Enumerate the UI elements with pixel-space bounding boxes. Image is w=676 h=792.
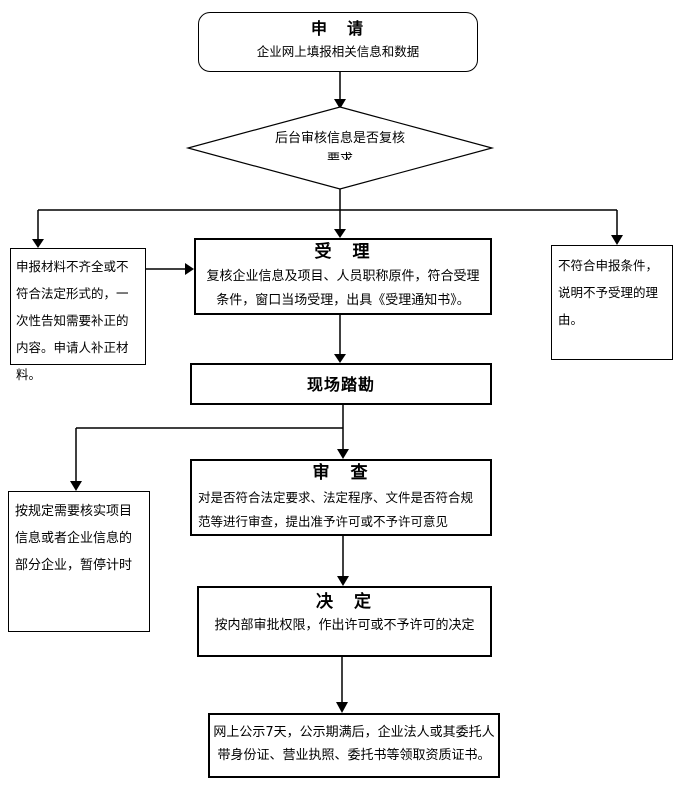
- reject-node: 不符合申报条件，说明不予受理的理由。: [551, 245, 673, 360]
- decide-body: 按内部审批权限，作出许可或不予许可的决定: [214, 618, 475, 633]
- arrowhead-down-icon: [336, 702, 348, 713]
- apply-title: 申 请: [310, 19, 365, 38]
- backend-check-line2: 要求: [326, 152, 353, 160]
- decide-title: 决 定: [316, 592, 373, 612]
- apply-body: 企业网上填报相关信息和数据: [256, 44, 420, 59]
- arrowhead-down-icon: [334, 229, 346, 238]
- arrowhead-down-icon: [334, 99, 346, 109]
- arrowhead-down-icon: [32, 239, 44, 248]
- site-survey-title: 现场踏勘: [306, 374, 375, 394]
- backend-check-line1: 后台审核信息是否复核: [274, 131, 405, 146]
- arrowhead-down-icon: [611, 235, 623, 245]
- arrowhead-down-icon: [70, 481, 82, 491]
- arrowhead-right-icon: [185, 263, 194, 275]
- supplement-materials-node: 申报材料不齐全或不符合法定形式的，一次性告知需要补正的内容。申请人补正材料。: [10, 248, 146, 382]
- arrowhead-down-icon: [337, 449, 349, 459]
- supplement-body: 申报材料不齐全或不符合法定形式的，一次性告知需要补正的内容。申请人补正材料。: [16, 259, 129, 382]
- review-title: 审 查: [312, 463, 370, 483]
- reject-body: 不符合申报条件，说明不予受理的理由。: [558, 258, 659, 327]
- accept-node: 受 理 复核企业信息及项目、人员职称原件，符合受理条件，窗口当场受理，出具《受理…: [194, 238, 492, 315]
- accept-body: 复核企业信息及项目、人员职称原件，符合受理条件，窗口当场受理，出具《受理通知书》…: [206, 269, 480, 308]
- arrowhead-down-icon: [337, 576, 349, 586]
- publish-node: 网上公示7天，公示期满后，企业法人或其委托人带身份证、营业执照、委托书等领取资质…: [208, 713, 500, 778]
- pause-body: 按规定需要核实项目信息或者企业信息的部分企业，暂停计时: [15, 504, 133, 573]
- publish-body: 网上公示7天，公示期满后，企业法人或其委托人带身份证、营业执照、委托书等领取资质…: [213, 725, 495, 763]
- review-node: 审 查 对是否符合法定要求、法定程序、文件是否符合规范等进行审查，提出准予许可或…: [190, 459, 492, 536]
- apply-node: 申 请 企业网上填报相关信息和数据: [198, 12, 478, 72]
- accept-title: 受 理: [314, 242, 372, 262]
- review-body: 对是否符合法定要求、法定程序、文件是否符合规范等进行审查，提出准予许可或不予许可…: [198, 490, 474, 529]
- site-survey-node: 现场踏勘: [190, 363, 492, 405]
- decide-node: 决 定 按内部审批权限，作出许可或不予许可的决定: [197, 586, 492, 657]
- arrowhead-down-icon: [334, 354, 346, 363]
- pause-timing-node: 按规定需要核实项目信息或者企业信息的部分企业，暂停计时: [8, 491, 150, 632]
- backend-check-decision-label: 后台审核信息是否复核 要求: [238, 128, 442, 160]
